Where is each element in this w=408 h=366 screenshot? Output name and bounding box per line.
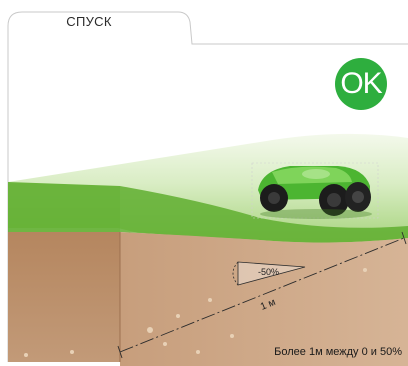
tab-title: СПУСК [14,14,164,29]
slope-caption: Более 1м между 0 и 50% [232,346,402,358]
soil-front [8,232,120,362]
grass-edge-left [8,182,120,232]
ok-status-badge: OK [335,58,387,110]
slope-percent-label: -50% [258,267,279,277]
